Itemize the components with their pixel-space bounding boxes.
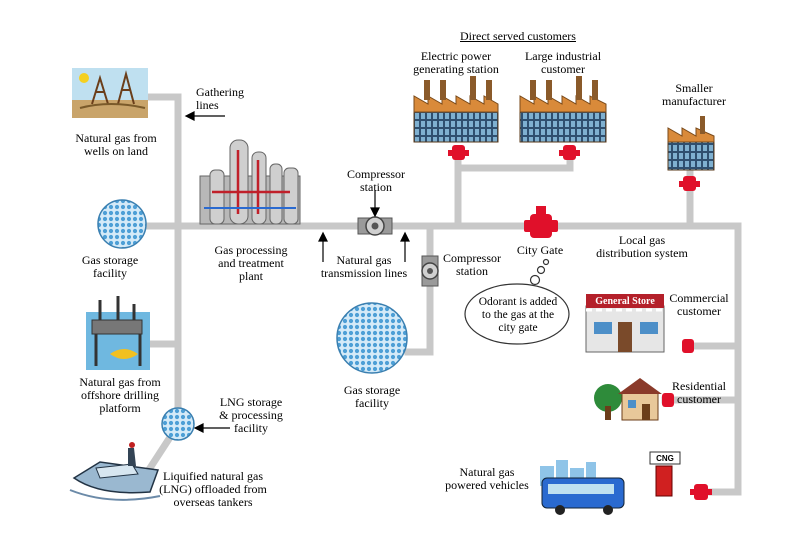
label-gathering: Gathering lines — [196, 85, 244, 112]
label-odorant: Odorant is added to the gas at the city … — [478, 296, 558, 334]
cng-pump-image: CNG — [649, 451, 681, 497]
pipe-local-right — [696, 222, 742, 496]
label-lng-offloaded: Liquified natural gas (LNG) offloaded fr… — [159, 469, 267, 509]
processing-plant-image — [199, 139, 301, 225]
land-wells-image — [72, 68, 148, 118]
label-large-industrial: Large industrial customer — [524, 49, 602, 76]
cng-sign: CNG — [656, 454, 674, 463]
label-transmission: Natural gas transmission lines — [320, 253, 408, 280]
label-processing: Gas processing and treatment plant — [214, 243, 288, 283]
label-wells: Natural gas from wells on land — [75, 131, 157, 158]
odorant-cloud — [464, 258, 570, 345]
valve-electric — [448, 145, 469, 160]
valve-residential — [662, 393, 674, 407]
bus-image — [541, 477, 625, 515]
valve-city-gate — [524, 206, 558, 238]
label-lng-storage: LNG storage & processing facility — [219, 395, 283, 435]
label-commercial: Commercial customer — [669, 291, 729, 318]
label-gas-storage-mid: Gas storage facility — [343, 383, 401, 410]
gas-storage-mid-sphere — [336, 302, 408, 374]
gas-storage-left-sphere — [97, 199, 147, 249]
large-industrial-image — [519, 76, 607, 143]
valve-vehicles — [690, 484, 712, 500]
label-electric-power: Electric power generating station — [413, 49, 499, 76]
pipe-direct-riser — [454, 146, 574, 230]
lng-tanker-image — [69, 442, 161, 501]
label-compressor-mid: Compressor station — [443, 251, 501, 278]
label-city-gate: City Gate — [516, 243, 564, 257]
arrow-gathering — [184, 111, 225, 121]
arrows — [184, 111, 410, 433]
direct-served-title: Direct served customers — [460, 29, 576, 43]
label-vehicles: Natural gas powered vehicles — [445, 465, 529, 492]
label-smaller-manufacturer: Smaller manufacturer — [662, 81, 726, 108]
arrow-lng — [193, 423, 230, 433]
general-store-sign: General Store — [595, 296, 655, 307]
valve-industrial — [559, 145, 580, 160]
label-gas-storage-left: Gas storage facility — [81, 253, 139, 280]
valve-smaller — [679, 176, 700, 191]
general-store-image: General Store — [585, 294, 665, 353]
label-local-distribution: Local gas distribution system — [596, 233, 688, 260]
pipe-compressor-branch — [404, 222, 434, 356]
arrow-transmission-left — [318, 231, 328, 262]
offshore-platform-image — [86, 296, 150, 370]
label-compressor-top: Compressor station — [347, 167, 405, 194]
valves — [448, 145, 712, 500]
label-offshore: Natural gas from offshore drilling platf… — [79, 375, 161, 415]
compressor-top — [357, 216, 393, 236]
label-residential: Residential customer — [672, 379, 726, 406]
residential-house-image — [594, 378, 662, 421]
arrow-transmission-right — [400, 231, 410, 262]
pipelines — [136, 93, 742, 496]
electric-power-station-image — [413, 76, 499, 143]
arrow-compressor-top — [370, 190, 380, 218]
smaller-manufacturer-image — [667, 116, 715, 171]
valve-commercial — [682, 339, 694, 353]
compressor-mid — [421, 255, 439, 287]
lng-storage-sphere — [161, 407, 195, 441]
